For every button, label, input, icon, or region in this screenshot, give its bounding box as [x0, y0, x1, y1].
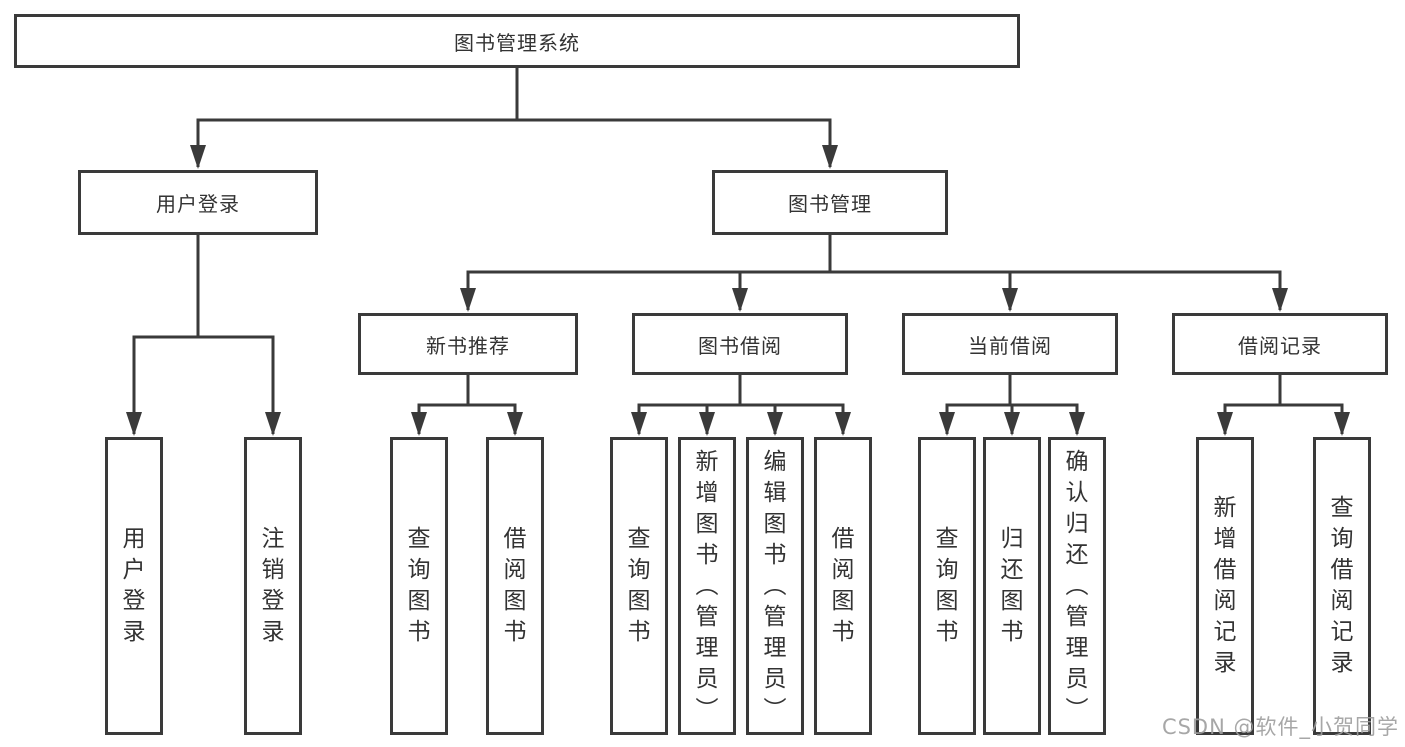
node-user-login-label: 用户登录	[156, 192, 240, 216]
node-book-management: 图书管理	[712, 170, 948, 235]
connector-new-book-trunk	[417, 371, 517, 407]
leaf-logout-label: 注 销 登 录	[261, 526, 285, 645]
leaf-query-books-1-label: 查 询 图 书	[407, 526, 431, 645]
leaf-add-book-admin: 新 增 图 书 ︵ 管 理 员 ︶	[678, 437, 736, 735]
node-borrow-records-label: 借阅记录	[1238, 333, 1322, 358]
leaf-query-borrow-record-label: 查 询 借 阅 记 录	[1330, 495, 1354, 676]
connector-book-borrow-trunk	[637, 371, 845, 407]
leaf-borrow-books-1-label: 借 阅 图 书	[503, 526, 527, 645]
leaf-add-borrow-record-label: 新 增 借 阅 记 录	[1213, 495, 1237, 676]
leaf-edit-book-admin-label: 编 辑 图 书 ︵ 管 理 员 ︶	[763, 448, 787, 723]
leaf-edit-book-admin: 编 辑 图 书 ︵ 管 理 员 ︶	[746, 437, 804, 735]
node-book-borrow-label: 图书借阅	[698, 333, 782, 358]
leaf-borrow-books-1: 借 阅 图 书	[486, 437, 544, 735]
leaf-user-login: 用 户 登 录	[105, 437, 163, 735]
node-root-label: 图书管理系统	[454, 30, 580, 55]
connector-book-management-trunk	[466, 231, 1282, 274]
leaf-user-login-label: 用 户 登 录	[122, 526, 146, 645]
leaf-logout: 注 销 登 录	[244, 437, 302, 735]
leaf-return-book: 归 还 图 书	[983, 437, 1041, 735]
leaf-query-books-3-label: 查 询 图 书	[935, 526, 959, 645]
leaf-confirm-return-admin-label: 确 认 归 还 ︵ 管 理 员 ︶	[1065, 448, 1089, 723]
node-user-login: 用户登录	[78, 170, 318, 235]
csdn-watermark: CSDN @软件_小贺同学	[1161, 715, 1399, 739]
leaf-query-books-3: 查 询 图 书	[918, 437, 976, 735]
node-borrow-records: 借阅记录	[1172, 313, 1388, 375]
node-current-borrow: 当前借阅	[902, 313, 1118, 375]
node-new-book-recommend-label: 新书推荐	[426, 333, 510, 358]
node-book-borrow: 图书借阅	[632, 313, 848, 375]
connector-current-borrow-trunk	[945, 371, 1079, 407]
leaf-confirm-return-admin: 确 认 归 还 ︵ 管 理 员 ︶	[1048, 437, 1106, 735]
node-root: 图书管理系统	[14, 14, 1020, 68]
leaf-add-borrow-record: 新 增 借 阅 记 录	[1196, 437, 1254, 735]
leaf-query-books-2-label: 查 询 图 书	[627, 526, 651, 645]
node-book-management-label: 图书管理	[788, 192, 872, 216]
leaf-borrow-books-2-label: 借 阅 图 书	[831, 526, 855, 645]
leaf-query-books-2: 查 询 图 书	[610, 437, 668, 735]
node-current-borrow-label: 当前借阅	[968, 333, 1052, 358]
connector-borrow-records-trunk	[1223, 371, 1344, 407]
leaf-borrow-books-2: 借 阅 图 书	[814, 437, 872, 735]
leaf-return-book-label: 归 还 图 书	[1000, 526, 1024, 645]
node-new-book-recommend: 新书推荐	[358, 313, 578, 375]
leaf-query-borrow-record: 查 询 借 阅 记 录	[1313, 437, 1371, 735]
leaf-add-book-admin-label: 新 增 图 书 ︵ 管 理 员 ︶	[695, 448, 719, 723]
connector-user-login-trunk	[132, 231, 275, 339]
connector-root-trunk	[196, 64, 832, 122]
leaf-query-books-1: 查 询 图 书	[390, 437, 448, 735]
